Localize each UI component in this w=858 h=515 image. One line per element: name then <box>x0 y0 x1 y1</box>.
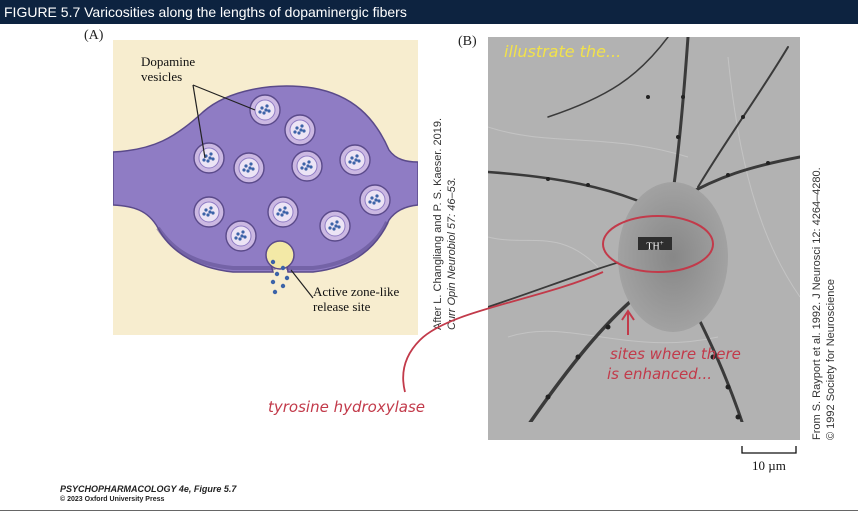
scale-bar-label: 10 µm <box>752 458 786 473</box>
vesicle <box>193 196 225 228</box>
th-label: TH+ <box>638 237 672 253</box>
note-left: tyrosine hydroxylase <box>268 398 425 416</box>
panel-a-citation-line1: After L. Changliang and P. S. Kaeser. 20… <box>432 117 444 330</box>
annotation-arrow <box>621 309 635 335</box>
vesicle <box>233 152 265 184</box>
scale-bar <box>741 446 797 454</box>
note-top: illustrate the... <box>504 42 622 61</box>
varicosities <box>545 95 770 420</box>
vesicle <box>267 196 299 228</box>
panel-a-label: (A) <box>84 28 104 43</box>
panel-a-citation-line2: Curr Opin Neurobiol 57: 46–53. <box>446 177 458 330</box>
vesicle-group <box>193 94 391 252</box>
soma <box>618 182 728 332</box>
release-label-line1: Active zone-like <box>313 284 400 299</box>
annotation-circle <box>602 215 714 273</box>
panel-b-citation-line1: From S. Rayport et al. 1992. J Neurosci … <box>811 167 823 440</box>
vesicle <box>319 210 351 242</box>
copyright-credit: © 2023 Oxford University Press <box>60 496 165 503</box>
th-label-text: TH <box>646 241 660 253</box>
vesicle <box>193 142 225 174</box>
panel-b-citation-line2: © 1992 Society for Neuroscience <box>825 279 837 440</box>
release-site <box>265 240 295 270</box>
vesicles-label-line1: Dopamine <box>141 54 196 69</box>
footer-divider <box>0 510 858 511</box>
book-credit: PSYCHOPHARMACOLOGY 4e, Figure 5.7 <box>60 484 237 494</box>
vesicle <box>291 150 323 182</box>
figure-title: FIGURE 5.7 Varicosities along the length… <box>0 0 858 24</box>
released-dopamine <box>270 259 290 295</box>
vesicle <box>339 144 371 176</box>
vesicle <box>249 94 281 126</box>
note-bottom-line2: is enhanced... <box>607 365 712 383</box>
varicosity-diagram: Dopamine vesicles Active zone-like relea… <box>112 40 419 335</box>
panel-b-label: (B) <box>458 34 477 49</box>
vesicle <box>284 114 316 146</box>
release-label-line2: release site <box>313 299 371 314</box>
th-label-superscript: + <box>659 239 664 247</box>
note-bottom-line1: sites where there <box>610 345 741 363</box>
vesicle <box>225 220 257 252</box>
vesicle <box>359 184 391 216</box>
vesicles-label-line2: vesicles <box>141 69 183 84</box>
varicosity-illustration <box>112 84 419 299</box>
